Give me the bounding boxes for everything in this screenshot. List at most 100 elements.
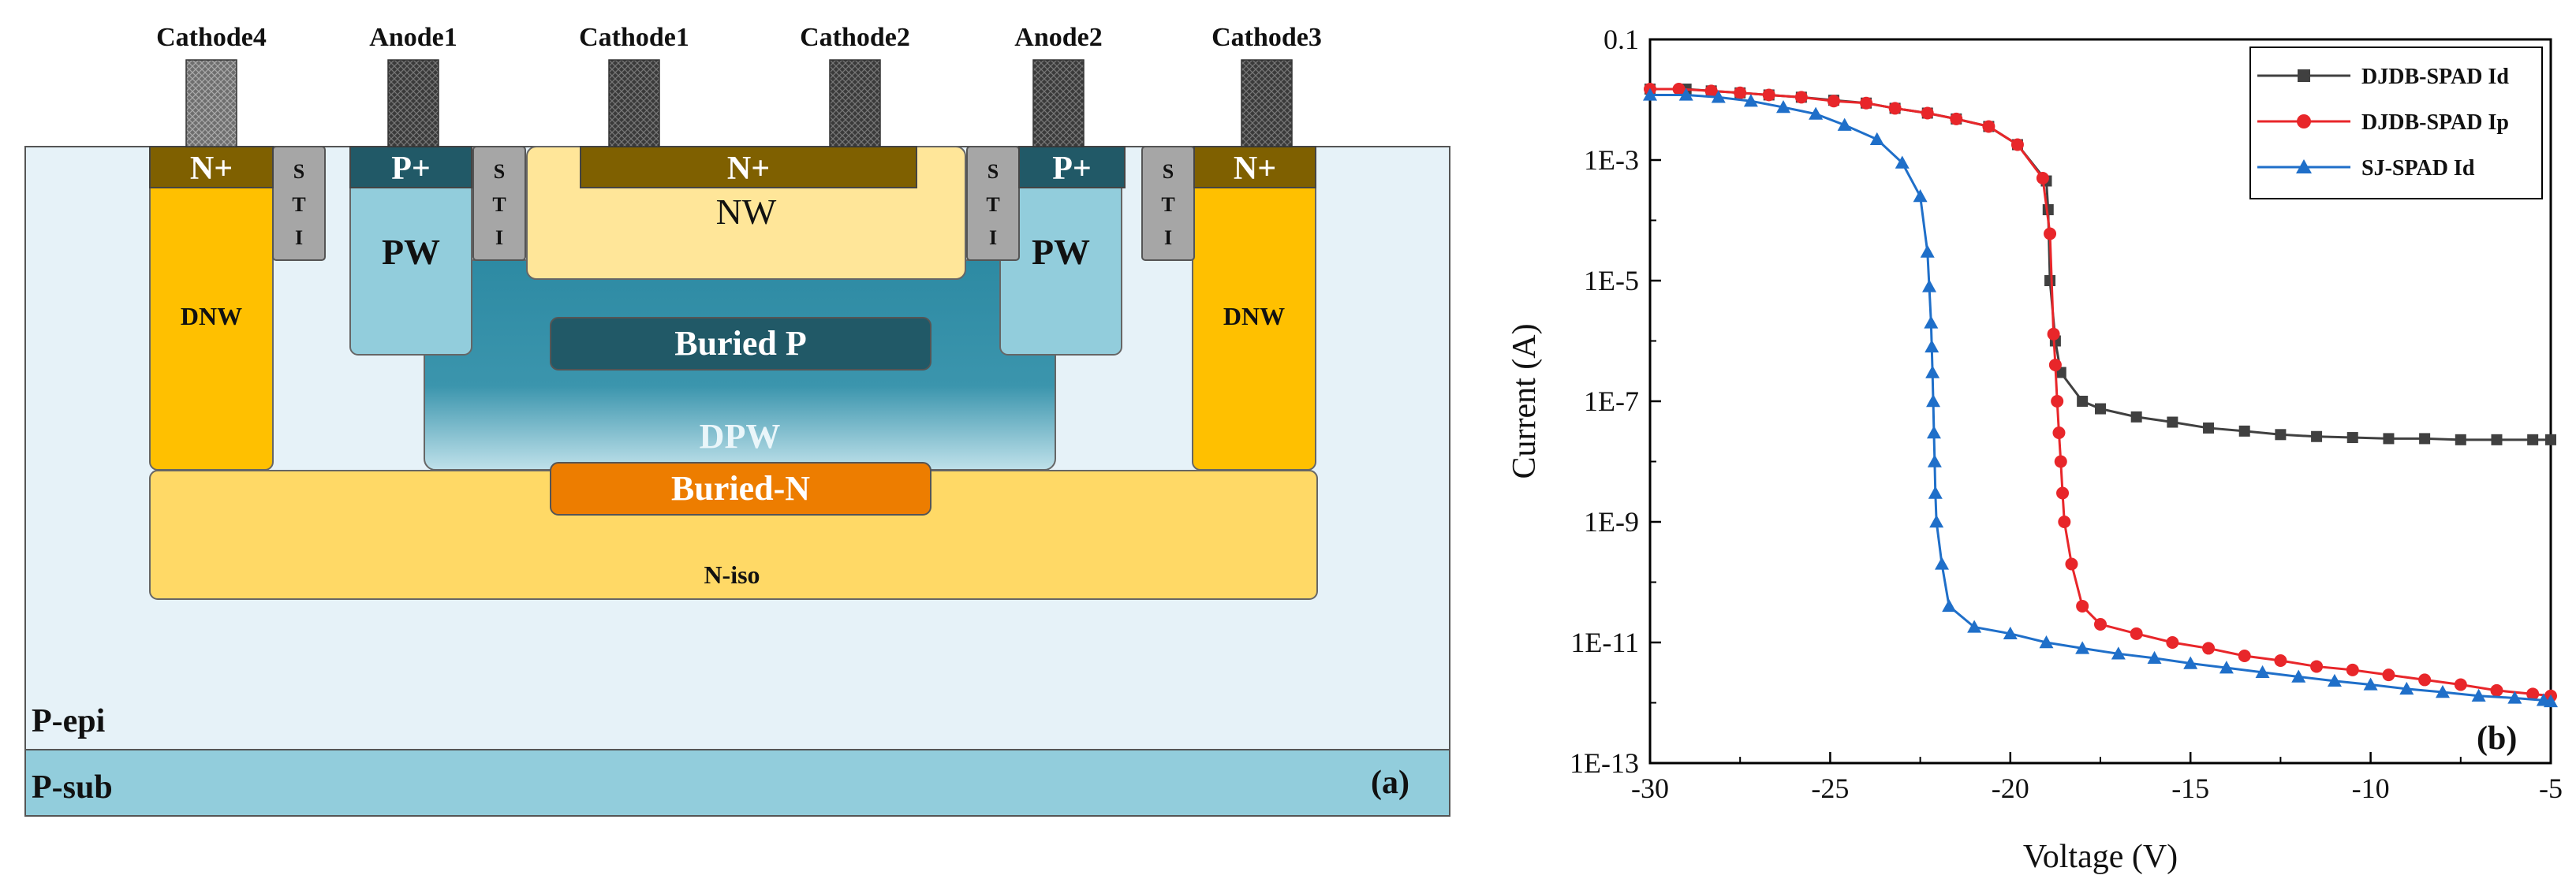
data-point: [2094, 617, 2107, 631]
n-iso-label: N-iso: [704, 560, 760, 589]
data-point: [2419, 433, 2431, 445]
data-point: [2255, 665, 2270, 679]
buried-n-region: [550, 462, 931, 516]
data-point: [2382, 668, 2395, 682]
data-point: [2130, 627, 2143, 640]
data-point: [2297, 114, 2311, 128]
x-tick-label: -10: [2352, 773, 2390, 804]
svg-text:I: I: [495, 226, 503, 249]
terminal-label: Cathode4: [156, 23, 267, 52]
data-point: [2130, 411, 2142, 423]
series-triangle: [1643, 88, 2558, 708]
data-point: [1921, 106, 1934, 120]
data-point: [2111, 646, 2126, 660]
y-axis-label: Current (A): [1506, 323, 1543, 479]
data-point: [1967, 620, 1982, 633]
y-tick-label: 1E-9: [1584, 506, 1639, 538]
n-plus-left-label: N+: [190, 151, 233, 187]
x-tick-label: -5: [2539, 773, 2563, 804]
x-axis-label: Voltage (V): [2023, 839, 2178, 875]
n-plus-right-label: N+: [1234, 151, 1276, 187]
data-point: [2075, 641, 2090, 654]
p-sub-region: [24, 749, 1450, 817]
data-point: [1827, 95, 1840, 108]
n-plus-left-implant: [149, 146, 274, 188]
data-point: [2167, 416, 2178, 428]
data-point: [2274, 654, 2287, 668]
svg-text:I: I: [295, 226, 303, 249]
data-point: [2202, 642, 2216, 655]
data-point: [2454, 678, 2467, 691]
terminal-label: Cathode1: [579, 23, 689, 52]
p-plus-left-label: P+: [391, 151, 431, 187]
data-point: [1762, 88, 1775, 102]
series-line: [1650, 93, 2552, 703]
data-point: [1926, 426, 1941, 439]
svg-text:T: T: [1161, 193, 1174, 216]
data-point: [2310, 660, 2324, 673]
data-point: [1672, 83, 1686, 96]
data-point: [1711, 90, 1726, 103]
sti-block: S T I: [472, 146, 526, 261]
pw-left-label: PW: [382, 232, 440, 272]
data-point: [2076, 599, 2089, 613]
data-point: [2526, 687, 2540, 701]
sti-block: S T I: [272, 146, 326, 261]
terminal-label: Cathode2: [800, 23, 910, 52]
data-point: [1860, 96, 1873, 110]
data-point: [2065, 557, 2078, 571]
nw-label: NW: [716, 192, 777, 232]
data-point: [2044, 227, 2057, 240]
data-point: [1643, 88, 1657, 101]
data-point: [2166, 636, 2179, 649]
legend-label: SJ-SPAD Id: [2361, 156, 2475, 181]
contact-cathode1: [608, 59, 660, 147]
y-tick-label: 1E-7: [1584, 385, 1639, 417]
data-point: [1942, 598, 1957, 613]
data-point: [2003, 626, 2018, 640]
dpw-label: DPW: [700, 417, 781, 456]
y-tick-label: 1E-3: [1584, 144, 1639, 176]
p-plus-left-implant: [349, 146, 472, 188]
axis-ticks: -30-25-20-15-10-50.11E-31E-51E-71E-91E-1…: [1570, 24, 2563, 804]
data-point: [1794, 91, 1808, 104]
data-point: [2183, 656, 2198, 669]
iv-chart: -30-25-20-15-10-50.11E-31E-51E-71E-91E-1…: [1506, 24, 2563, 875]
data-point: [2544, 694, 2558, 708]
data-point: [2039, 635, 2054, 649]
data-point: [2455, 434, 2466, 445]
contact-cathode2: [829, 59, 881, 147]
dnw-right-label: DNW: [1223, 302, 1285, 330]
data-point: [1950, 112, 1963, 125]
data-point: [2311, 430, 2323, 442]
data-point: [2291, 669, 2306, 683]
p-epi-label: P-epi: [32, 703, 106, 739]
data-point: [2490, 683, 2503, 697]
data-point: [2048, 358, 2062, 371]
data-point: [2010, 138, 2024, 151]
data-point: [2418, 673, 2432, 687]
data-point: [1925, 339, 1939, 353]
data-point: [1920, 244, 1935, 258]
n-plus-right-implant: [1193, 146, 1316, 188]
data-point: [2399, 681, 2414, 695]
contact-anode2: [1032, 59, 1085, 147]
svg-text:S: S: [1163, 160, 1174, 183]
data-point: [2383, 433, 2395, 445]
data-point: [2346, 432, 2358, 444]
data-point: [2047, 327, 2060, 341]
contact-anode1: [387, 59, 439, 147]
x-tick-label: -25: [1811, 773, 1849, 804]
svg-text:I: I: [989, 226, 997, 249]
data-point: [2051, 395, 2064, 408]
data-point: [2095, 403, 2106, 415]
data-point: [1928, 486, 1943, 499]
svg-text:S: S: [494, 160, 505, 183]
contact-cathode3: [1241, 59, 1293, 147]
x-tick-label: -20: [1992, 773, 2029, 804]
data-point: [1929, 515, 1944, 528]
svg-text:S: S: [293, 160, 304, 183]
